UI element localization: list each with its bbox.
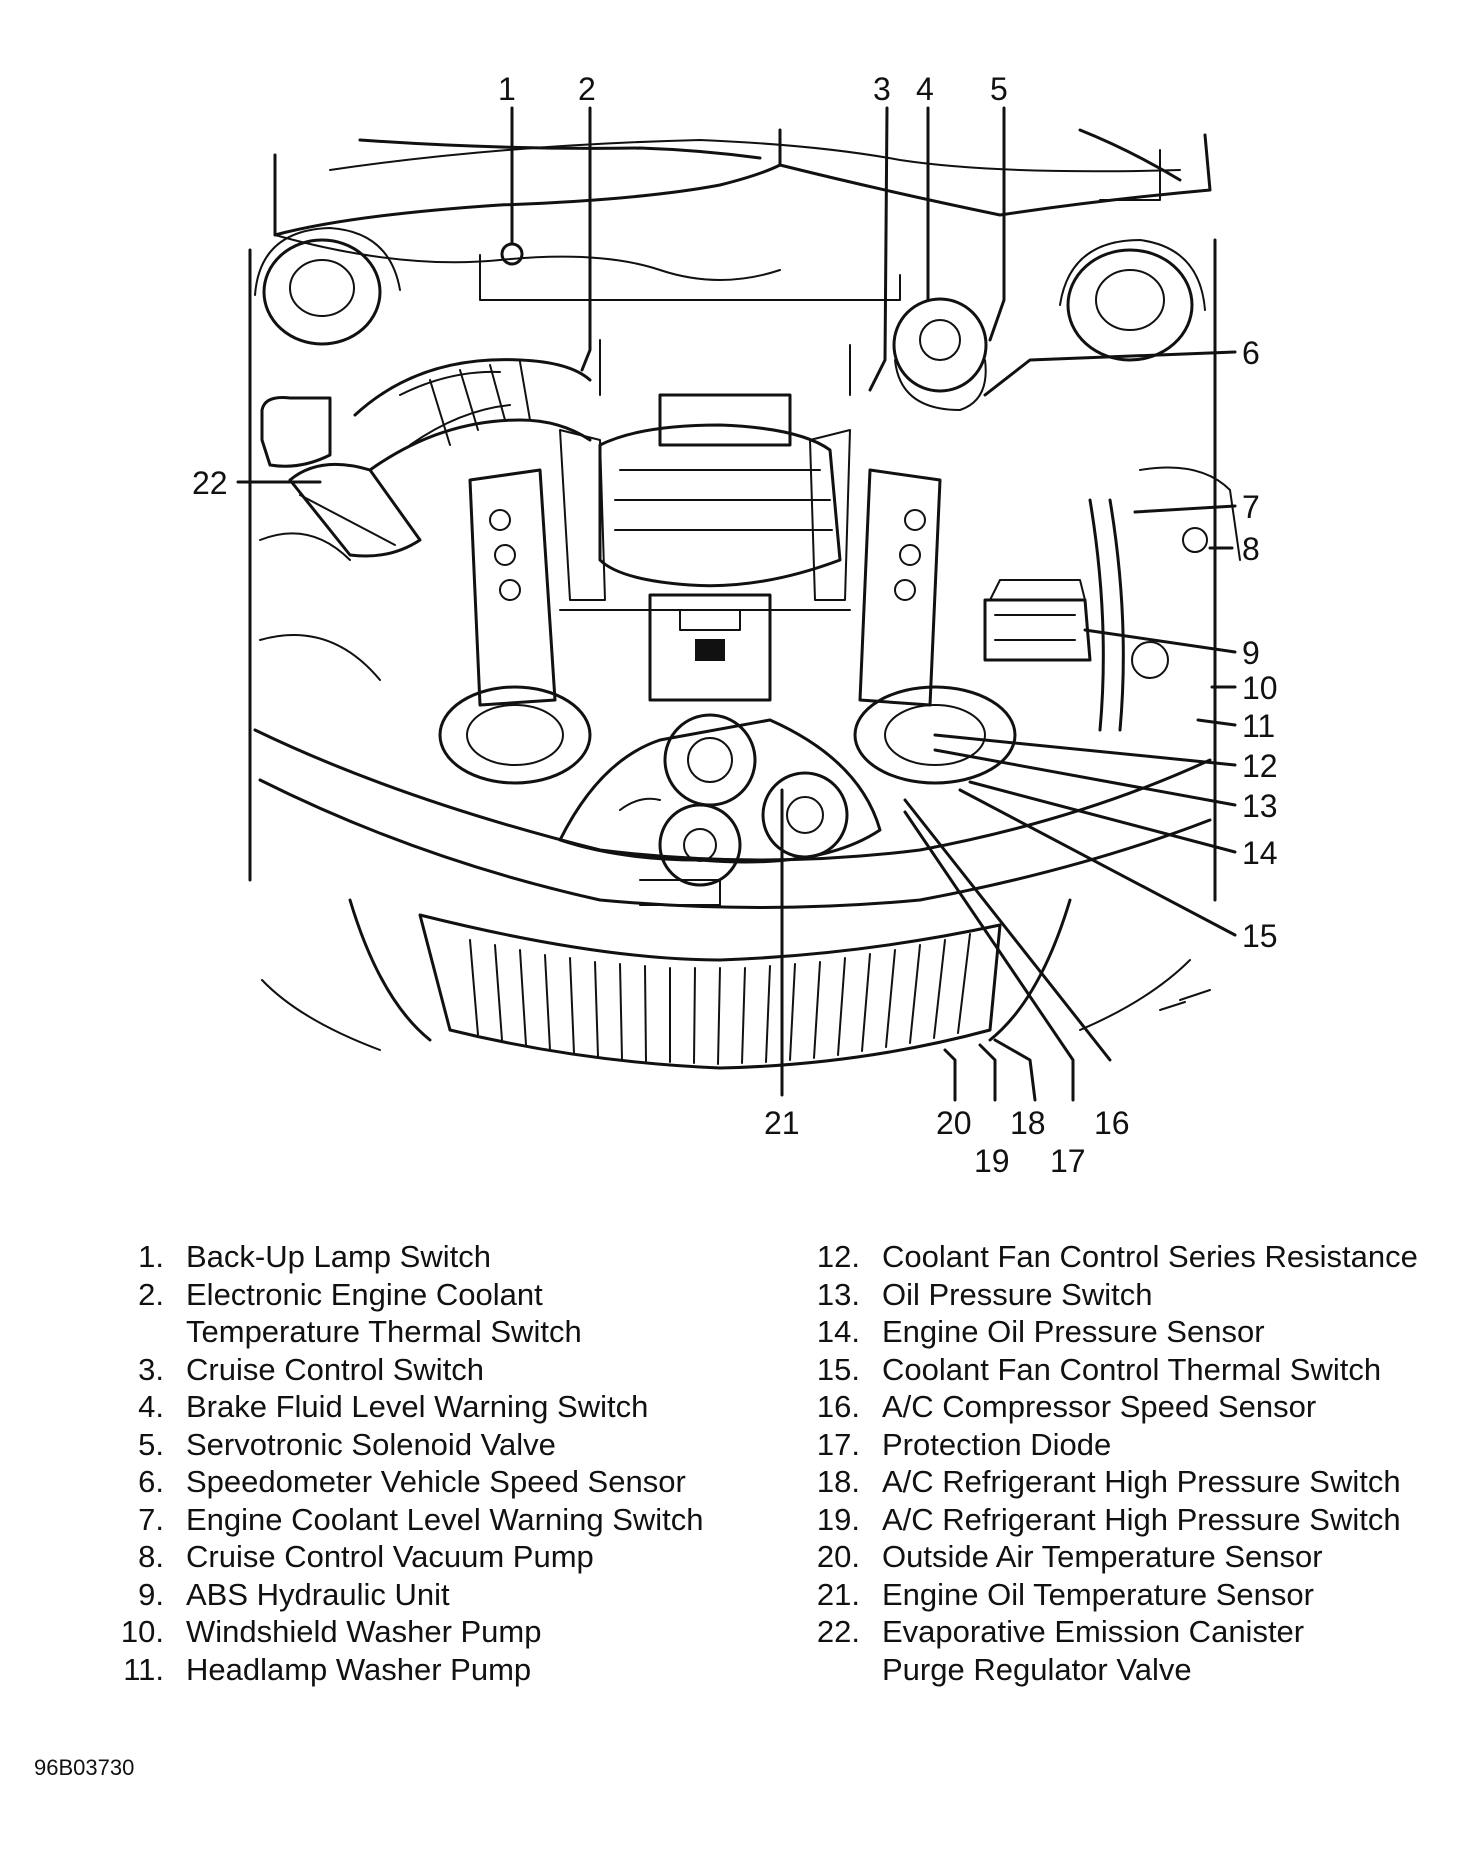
legend-item-number: 10. bbox=[120, 1614, 164, 1649]
callout-1: 1 bbox=[498, 71, 516, 107]
leader-lines bbox=[236, 106, 1237, 1102]
legend-item-label: Speedometer Vehicle Speed Sensor bbox=[186, 1464, 686, 1499]
legend-item: 2. Electronic Engine Coolant bbox=[84, 1276, 734, 1314]
legend-item-label: A/C Refrigerant High Pressure Switch bbox=[882, 1501, 1401, 1537]
legend-item-label: Engine Oil Pressure Sensor bbox=[882, 1314, 1265, 1349]
legend-item: 21. Engine Oil Temperature Sensor bbox=[780, 1576, 1460, 1614]
callout-2: 2 bbox=[578, 71, 596, 107]
legend-item: 15. Coolant Fan Control Thermal Switch bbox=[780, 1351, 1460, 1389]
legend-item-label: Coolant Fan Control Series Resistance bbox=[882, 1239, 1418, 1274]
legend-item: 11. Headlamp Washer Pump bbox=[84, 1651, 734, 1689]
legend-item-number: 8. bbox=[138, 1539, 164, 1574]
legend-item-label: Windshield Washer Pump bbox=[186, 1614, 542, 1649]
legend-item-label: Cruise Control Switch bbox=[186, 1351, 485, 1387]
legend-item-number: 2. bbox=[138, 1276, 164, 1312]
legend-item-label: Headlamp Washer Pump bbox=[186, 1651, 532, 1687]
legend-item-label: Back-Up Lamp Switch bbox=[186, 1239, 491, 1274]
callout-6: 6 bbox=[1242, 335, 1260, 371]
callout-7: 7 bbox=[1242, 489, 1260, 525]
radiator-fins bbox=[469, 933, 971, 1065]
legend-item-label: ABS Hydraulic Unit bbox=[186, 1576, 450, 1612]
callout-20: 20 bbox=[936, 1105, 972, 1141]
figure-id: 96B03730 bbox=[34, 1755, 135, 1780]
legend-item: 9. ABS Hydraulic Unit bbox=[84, 1576, 734, 1614]
callout-5: 5 bbox=[990, 71, 1008, 107]
legend-item-number: 17. bbox=[816, 1426, 860, 1462]
legend-item-number: 19. bbox=[816, 1501, 860, 1537]
legend-right-column: 12. Coolant Fan Control Series Resistance… bbox=[780, 1238, 1460, 1688]
callout-numbers: 1 2 3 4 5 6 7 8 9 10 11 12 13 14 15 16 1… bbox=[192, 71, 1278, 1179]
legend-item: 8. Cruise Control Vacuum Pump bbox=[84, 1538, 734, 1576]
legend-item: 6. Speedometer Vehicle Speed Sensor bbox=[84, 1463, 734, 1501]
legend-item: 20. Outside Air Temperature Sensor bbox=[780, 1538, 1460, 1576]
legend-item-number: 9. bbox=[138, 1576, 164, 1612]
legend-item-label: Coolant Fan Control Thermal Switch bbox=[882, 1351, 1382, 1387]
callout-13: 13 bbox=[1242, 788, 1278, 824]
legend-item-label: Electronic Engine Coolant bbox=[186, 1276, 543, 1312]
legend-left-column: 1. Back-Up Lamp Switch 2. Electronic Engine… bbox=[84, 1238, 734, 1688]
legend-item-number: 20. bbox=[816, 1539, 860, 1574]
callout-22: 22 bbox=[192, 465, 228, 501]
legend-item-number: 11. bbox=[123, 1651, 164, 1687]
legend-item: 18. A/C Refrigerant High Pressure Switch bbox=[780, 1463, 1460, 1501]
legend-item-label: Brake Fluid Level Warning Switch bbox=[186, 1389, 649, 1424]
legend-item: 14. Engine Oil Pressure Sensor bbox=[780, 1313, 1460, 1351]
legend-item: 22. Evaporative Emission Canister bbox=[780, 1613, 1460, 1651]
callout-12: 12 bbox=[1242, 748, 1278, 784]
callout-15: 15 bbox=[1242, 918, 1278, 954]
legend-item-number: 16. bbox=[816, 1389, 860, 1424]
legend-item-number: 3. bbox=[138, 1351, 164, 1387]
callout-17: 17 bbox=[1050, 1143, 1086, 1179]
legend-item-number: 22. bbox=[816, 1614, 860, 1649]
legend-item-label: Engine Coolant Level Warning Switch bbox=[186, 1501, 704, 1537]
legend-item-label: Protection Diode bbox=[882, 1426, 1112, 1462]
legend-item: 13. Oil Pressure Switch bbox=[780, 1276, 1460, 1314]
legend-item-number: 12. bbox=[816, 1239, 860, 1274]
callout-21: 21 bbox=[764, 1105, 800, 1141]
legend-item-label: Oil Pressure Switch bbox=[882, 1276, 1153, 1312]
legend-item-label: Engine Oil Temperature Sensor bbox=[882, 1576, 1314, 1612]
legend-item: 16. A/C Compressor Speed Sensor bbox=[780, 1388, 1460, 1426]
callout-19: 19 bbox=[974, 1143, 1010, 1179]
legend-item-number: 6. bbox=[138, 1464, 164, 1499]
legend-item: 10. Windshield Washer Pump bbox=[84, 1613, 734, 1651]
callout-16: 16 bbox=[1094, 1105, 1130, 1141]
legend-item-number: 5. bbox=[138, 1426, 164, 1462]
legend-item-number: 7. bbox=[138, 1501, 164, 1537]
callout-8: 8 bbox=[1242, 531, 1260, 567]
callout-11: 11 bbox=[1242, 708, 1275, 744]
legend-item-label: A/C Refrigerant High Pressure Switch bbox=[882, 1464, 1401, 1499]
engine-bay-drawing bbox=[248, 128, 1241, 1070]
legend-item-number: 1. bbox=[138, 1239, 164, 1274]
legend-item-label-continued: Temperature Thermal Switch bbox=[186, 1314, 582, 1349]
legend-item-number: 15. bbox=[816, 1351, 860, 1387]
legend-item-label: Evaporative Emission Canister bbox=[882, 1614, 1305, 1649]
legend-item-number: 18. bbox=[816, 1464, 860, 1499]
callout-10: 10 bbox=[1242, 670, 1278, 706]
legend-item-label: Servotronic Solenoid Valve bbox=[186, 1426, 556, 1462]
legend-item-number: 4. bbox=[138, 1389, 164, 1424]
legend-item: 7. Engine Coolant Level Warning Switch bbox=[84, 1501, 734, 1539]
legend-item: 19. A/C Refrigerant High Pressure Switch bbox=[780, 1501, 1460, 1539]
callout-14: 14 bbox=[1242, 835, 1278, 871]
engine-bay-diagram: 1 2 3 4 5 6 7 8 9 10 11 12 13 14 15 16 1… bbox=[192, 71, 1278, 1179]
legend-item-label: Outside Air Temperature Sensor bbox=[882, 1539, 1323, 1574]
legend-item: 5. Servotronic Solenoid Valve bbox=[84, 1426, 734, 1464]
legend-item: 1. Back-Up Lamp Switch bbox=[84, 1238, 734, 1276]
legend-item: 17. Protection Diode bbox=[780, 1426, 1460, 1464]
callout-18: 18 bbox=[1010, 1105, 1046, 1141]
callout-3: 3 bbox=[873, 71, 891, 107]
legend-item-label: Cruise Control Vacuum Pump bbox=[186, 1539, 594, 1574]
callout-4: 4 bbox=[916, 71, 934, 107]
callout-9: 9 bbox=[1242, 635, 1260, 671]
legend-item-number: 21. bbox=[816, 1576, 860, 1612]
legend-item: 4. Brake Fluid Level Warning Switch bbox=[84, 1388, 734, 1426]
legend-item-label-continued: Purge Regulator Valve bbox=[882, 1651, 1192, 1687]
legend-item-label: A/C Compressor Speed Sensor bbox=[882, 1389, 1317, 1424]
legend-item: 3. Cruise Control Switch bbox=[84, 1351, 734, 1389]
legend-item-number: 13. bbox=[816, 1276, 860, 1312]
legend-item: 12. Coolant Fan Control Series Resistance bbox=[780, 1238, 1460, 1276]
legend-item-number: 14. bbox=[816, 1314, 860, 1349]
